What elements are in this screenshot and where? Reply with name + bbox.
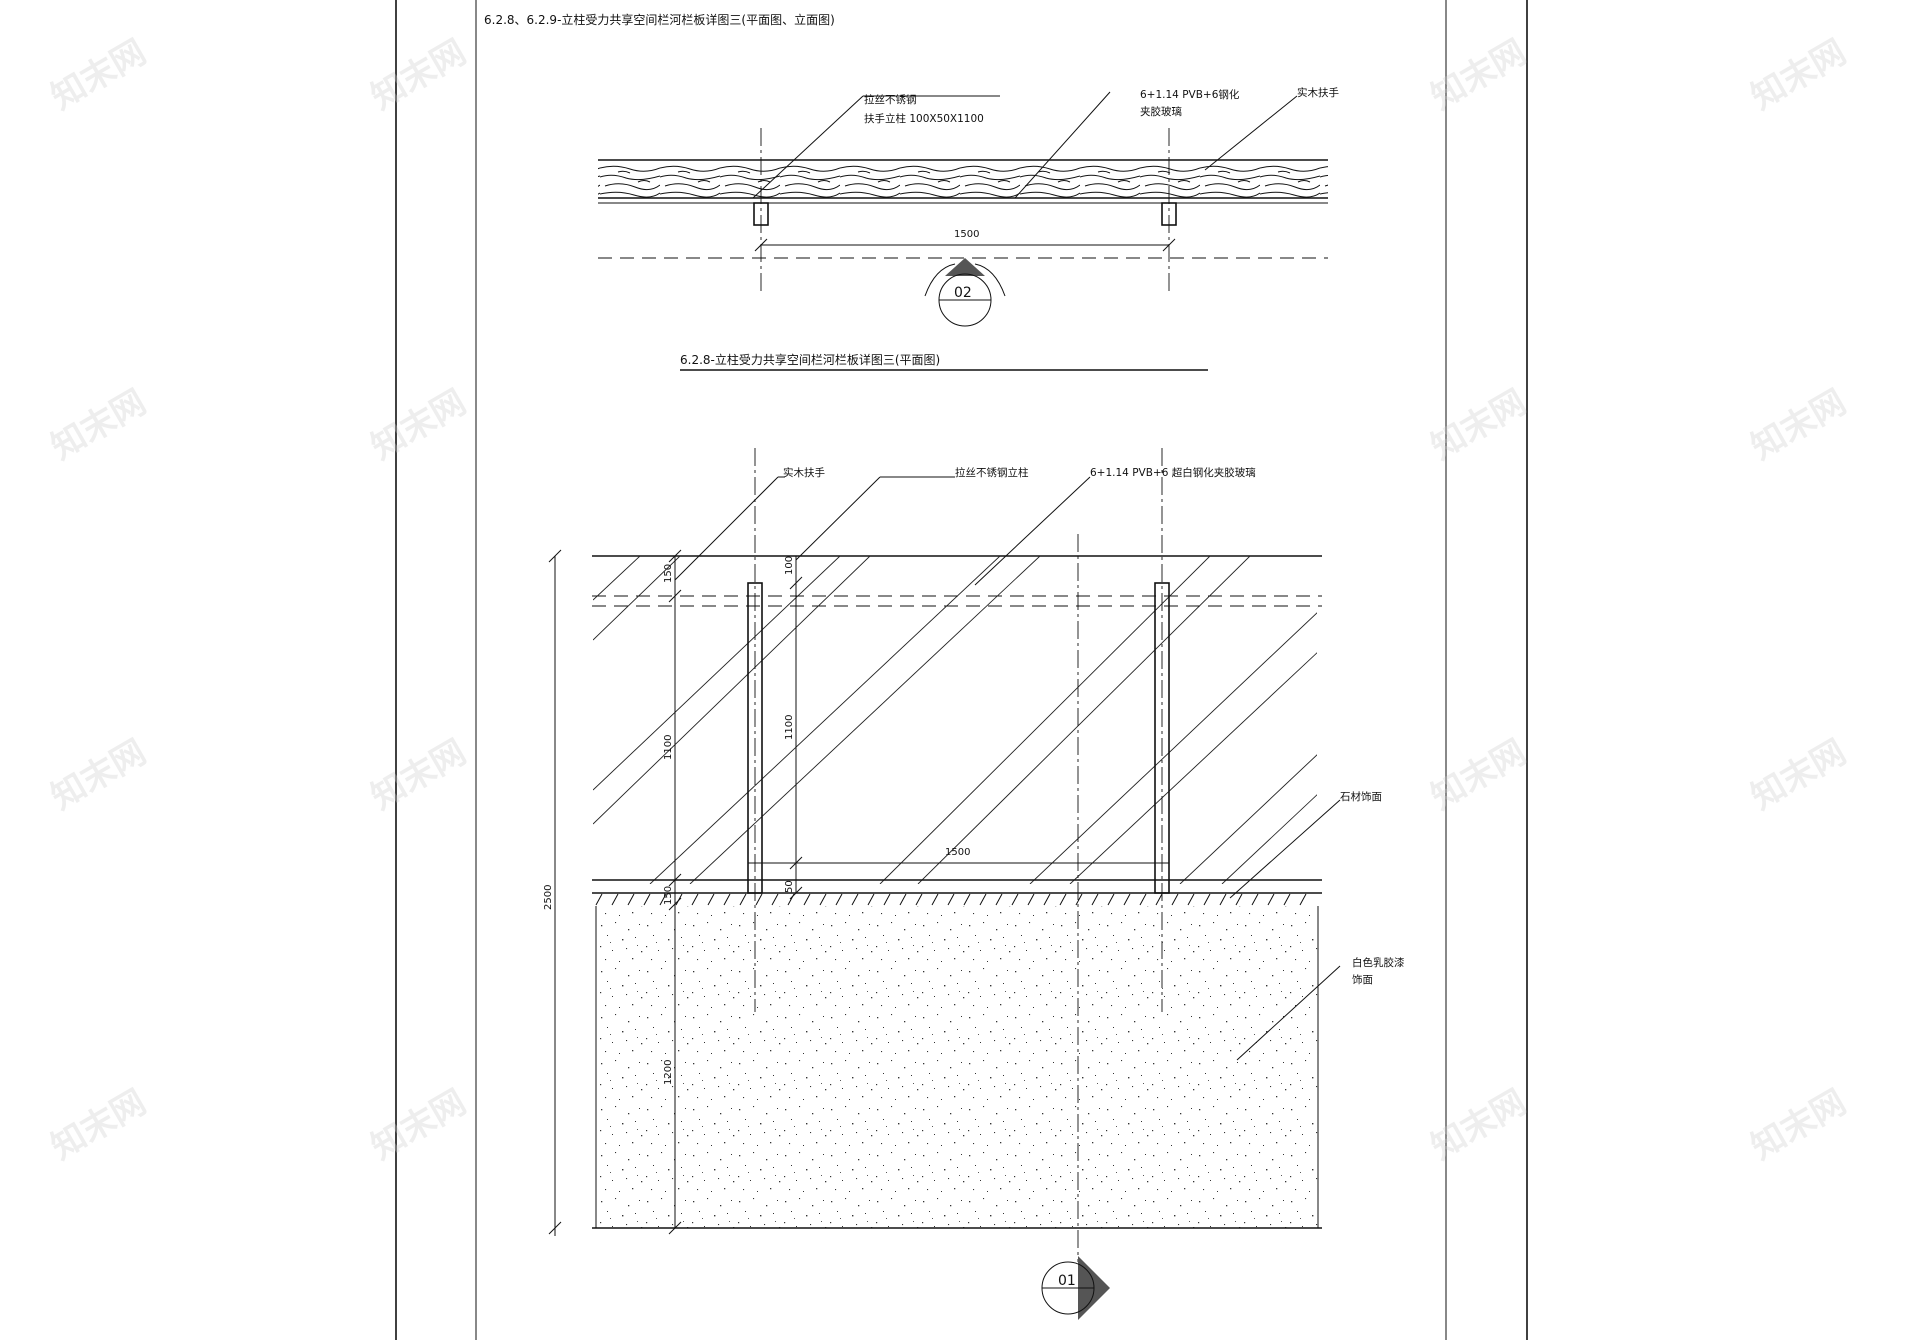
watermark: 知末网 xyxy=(45,1082,153,1168)
section-mark-01: 01 xyxy=(1041,1256,1110,1320)
elevation-dim-total: 2500 xyxy=(543,885,554,910)
elevation-dim-top-150: 150 xyxy=(663,564,674,583)
plan-label-glass-2: 夹胶玻璃 xyxy=(1140,105,1182,118)
plan-label-glass-1: 6+1.14 PVB+6钢化 xyxy=(1140,88,1240,101)
plan-view: 1500 02 拉丝不锈钢 扶手立柱 100X50X1100 6+1.14 PV… xyxy=(598,86,1339,371)
elevation-label-paint-1: 白色乳胶漆 xyxy=(1352,956,1405,969)
watermark: 知末网 xyxy=(1425,1082,1533,1168)
stone-base-band xyxy=(592,893,1322,905)
elevation-label-stone: 石材饰面 xyxy=(1340,790,1382,803)
elevation-label-handrail: 实木扶手 xyxy=(783,466,825,479)
watermark: 知末网 xyxy=(1425,32,1533,118)
watermark: 知末网 xyxy=(45,732,153,818)
watermark: 知末网 xyxy=(1425,382,1533,468)
plan-dim-span: 1500 xyxy=(954,229,979,240)
elevation-dim-base-150: 150 xyxy=(663,886,674,905)
watermark: 知末网 xyxy=(365,32,473,118)
watermark: 知末网 xyxy=(45,382,153,468)
sheet-border xyxy=(395,0,1528,1340)
painted-wall-speckle xyxy=(596,906,1318,1228)
glass-hatch xyxy=(593,556,1317,884)
plan-label-handrail: 实木扶手 xyxy=(1297,86,1339,99)
plan-label-steel: 拉丝不锈钢 xyxy=(864,93,917,106)
elevation-dim-base-50: 50 xyxy=(784,880,795,893)
watermark: 知末网 xyxy=(365,1082,473,1168)
watermark: 知末网 xyxy=(45,32,153,118)
elevation-view: 2500 150 1100 150 1200 100 1100 50 1500 … xyxy=(543,448,1405,1320)
elevation-label-post: 拉丝不锈钢立柱 xyxy=(955,466,1029,479)
elevation-dim-1100-left: 1100 xyxy=(663,735,674,760)
watermark: 知末网 xyxy=(1745,732,1853,818)
watermark: 知末网 xyxy=(1745,32,1853,118)
elevation-dim-1200: 1200 xyxy=(663,1060,674,1085)
watermark: 知末网 xyxy=(365,382,473,468)
plan-handrail-woodgrain xyxy=(598,160,1328,198)
watermark: 知末网 xyxy=(1425,732,1533,818)
watermark: 知末网 xyxy=(365,732,473,818)
plan-caption: 6.2.8-立柱受力共享空间栏河栏板详图三(平面图) xyxy=(680,352,940,367)
watermark: 知末网 xyxy=(1745,382,1853,468)
watermark: 知末网 xyxy=(1745,1082,1853,1168)
elevation-section-number: 01 xyxy=(1058,1273,1076,1289)
elevation-dim-span: 1500 xyxy=(945,847,970,858)
elevation-label-paint-2: 饰面 xyxy=(1352,973,1373,986)
plan-section-number: 02 xyxy=(954,285,972,301)
section-mark-02: 02 xyxy=(924,258,1006,327)
elevation-label-glass: 6+1.14 PVB+6 超白钢化夹胶玻璃 xyxy=(1090,466,1256,479)
sheet-title: 6.2.8、6.2.9-立柱受力共享空间栏河栏板详图三(平面图、立面图) xyxy=(484,12,835,27)
plan-label-post: 扶手立柱 100X50X1100 xyxy=(864,112,984,125)
elevation-dim-top-100: 100 xyxy=(784,556,795,575)
elevation-dim-1100-right: 1100 xyxy=(784,715,795,740)
stone-base-hatch xyxy=(595,893,1307,906)
